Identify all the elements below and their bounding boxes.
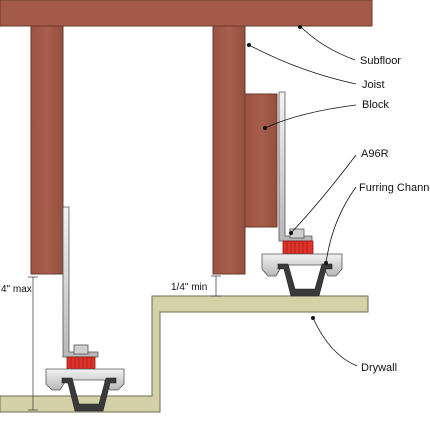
label-subfloor: Subfloor (360, 55, 401, 67)
drywall (0, 296, 368, 412)
leader-dots (247, 25, 328, 320)
dimension-quarter-inch (211, 275, 221, 297)
joist-left (30, 25, 64, 275)
label-a96r: A96R (361, 148, 389, 160)
drywall-lower-panel (0, 295, 369, 413)
label-drywall: Drywall (361, 362, 397, 374)
subfloor-board (0, 0, 373, 27)
dimension-four-inch-label: 4" max (1, 284, 32, 295)
block (244, 93, 278, 228)
furring-channel-right (277, 263, 333, 297)
hanger-strap-right (278, 91, 313, 242)
a96r-gear-right (282, 240, 314, 255)
clip-body-left (45, 368, 125, 391)
hanger-assembly-right (261, 91, 343, 297)
label-joist: Joist (362, 79, 385, 91)
furring-channel-left (61, 377, 117, 412)
bolt-head-left (73, 344, 89, 355)
hanger-strap-left (62, 206, 99, 358)
hanger-assembly-left (45, 206, 125, 412)
joist-right (212, 25, 246, 275)
label-furring-channel: Furring Channel (359, 182, 430, 194)
label-block: Block (362, 99, 389, 111)
dimension-quarter-inch-label: 1/4" min (171, 282, 207, 293)
leader-lines (248, 25, 358, 367)
dimension-four-inch (28, 276, 38, 411)
